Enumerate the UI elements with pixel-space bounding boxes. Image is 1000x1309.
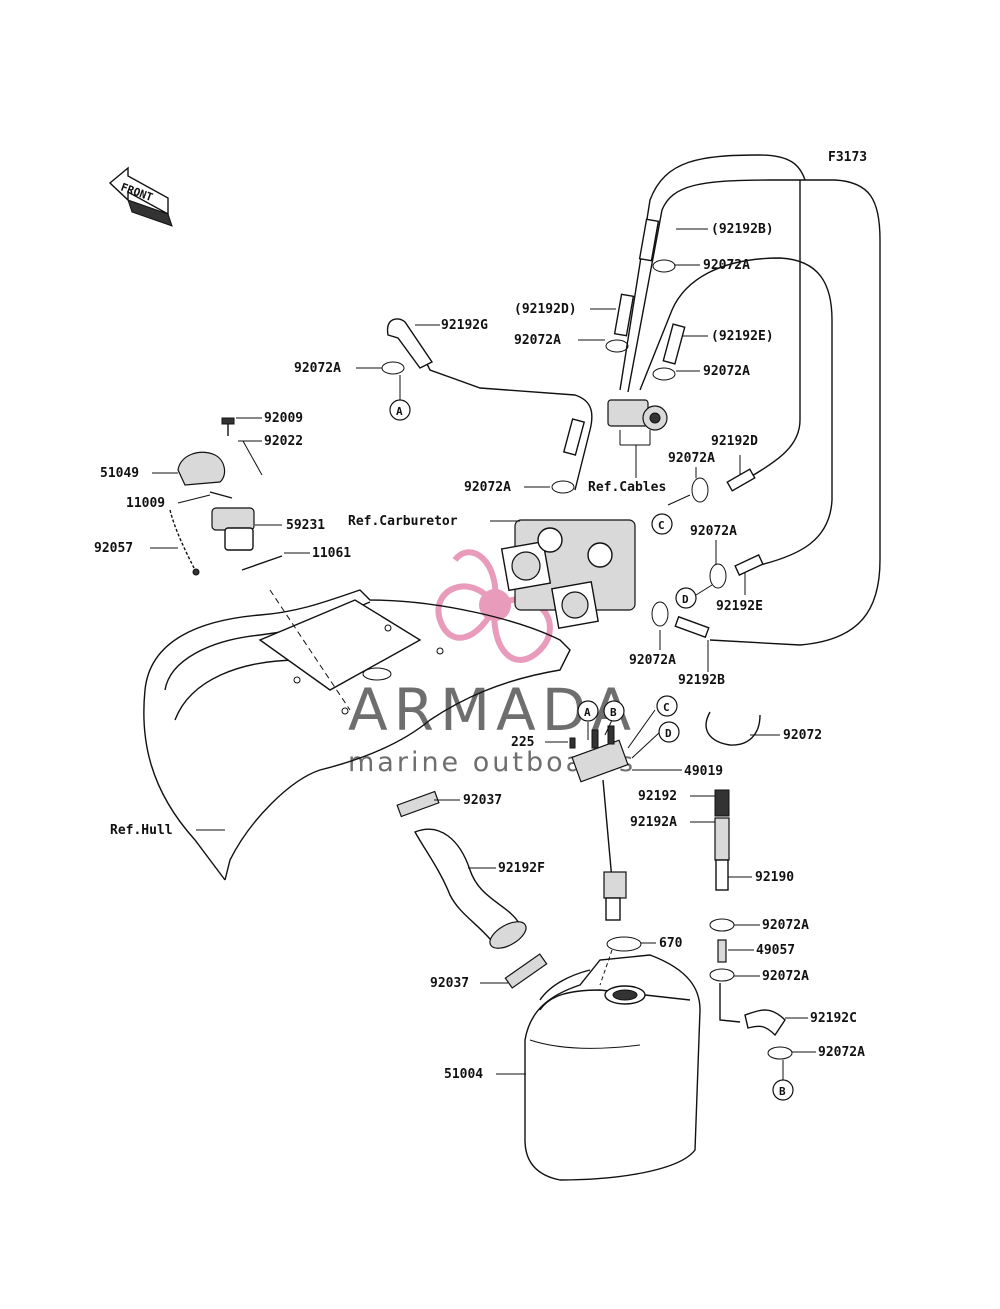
filler-hose-92192f [414, 828, 527, 949]
hose-92192e-upper [662, 323, 686, 365]
hose-92192e-right [734, 554, 764, 576]
front-arrow-icon: FRONT [108, 166, 173, 227]
callout-92037: 92037 [430, 976, 469, 991]
marker-label: D [665, 727, 672, 740]
callout-92072a: 92072A [668, 451, 715, 466]
callout-92192e: 92192E [716, 599, 763, 614]
callout-92192g: 92192G [441, 318, 488, 333]
marker-label: A [584, 706, 591, 719]
circle-marker-a-center: A [577, 700, 599, 722]
callout-92072a: 92072A [762, 918, 809, 933]
callout-49019: 49019 [684, 764, 723, 779]
callout-92072a: 92072A [690, 524, 737, 539]
callout-92022: 92022 [264, 434, 303, 449]
circle-marker-a-top: A [389, 399, 411, 421]
callout-92072a: 92072A [294, 361, 341, 376]
callout-670: 670 [659, 936, 683, 951]
marker-label: B [779, 1085, 786, 1098]
callout-92072a: 92072A [629, 653, 676, 668]
callout-92192f: 92192F [498, 861, 545, 876]
hose-band-92037-upper [396, 790, 440, 818]
callout-92072a: 92072A [703, 364, 750, 379]
marker-label: C [663, 701, 670, 714]
marker-label: B [610, 706, 617, 719]
vent-parts-stack [705, 711, 786, 1037]
hose-band-92037-lower [504, 953, 548, 989]
callout-11061: 11061 [312, 546, 351, 561]
filler-cap-assembly [169, 417, 283, 576]
figure-code: F3173 [828, 150, 867, 165]
hull-outline [143, 589, 571, 881]
hose-92192b-upper [638, 218, 660, 262]
hose-piece-near-carb [562, 418, 586, 456]
marker-label: A [396, 405, 403, 418]
leader-lines [150, 228, 816, 1080]
callout-92192b-paren: (92192B) [711, 222, 774, 237]
fuel-hoses [409, 154, 881, 646]
part-callouts: (92192B) 92072A (92192D) 92072A (92192E)… [94, 222, 865, 1082]
fuel-tank-51004 [524, 954, 701, 1181]
callout-225: 225 [511, 735, 534, 750]
callout-92057: 92057 [94, 541, 133, 556]
propeller-logo-icon [435, 549, 553, 663]
callout-92072a: 92072A [703, 258, 750, 273]
circle-marker-c-mid: C [651, 513, 673, 535]
callout-92192: 92192 [638, 789, 677, 804]
gasket-670 [606, 936, 642, 952]
callout-92037: 92037 [463, 793, 502, 808]
circle-marker-c-center: C [656, 695, 678, 717]
hose-92192d-right [726, 468, 756, 492]
circle-marker-d-mid: D [675, 587, 697, 609]
callout-51049: 51049 [100, 466, 139, 481]
callout-59231: 59231 [286, 518, 325, 533]
callout-92072a: 92072A [818, 1045, 865, 1060]
callout-ref-cables: Ref.Cables [588, 480, 666, 495]
callout-92192e-paren: (92192E) [711, 329, 774, 344]
callout-11009: 11009 [126, 496, 165, 511]
fuel-cock-assembly [607, 399, 668, 478]
callout-92192c: 92192C [810, 1011, 857, 1026]
hose-92192b-right [674, 615, 710, 639]
callout-92072: 92072 [783, 728, 822, 743]
circle-marker-b-center: B [603, 700, 625, 722]
callout-92072a: 92072A [762, 969, 809, 984]
clamp-icons [381, 259, 793, 1060]
callout-92009: 92009 [264, 411, 303, 426]
carburetor [500, 519, 636, 629]
hose-92192d-upper [613, 293, 635, 337]
callout-92192d: 92192D [711, 434, 758, 449]
circle-marker-b-bottom: B [772, 1079, 794, 1101]
callout-ref-carburetor: Ref.Carburetor [348, 514, 458, 529]
callout-49057: 49057 [756, 943, 795, 958]
fuel-pickup-assembly [569, 725, 629, 921]
callout-ref-hull: Ref.Hull [110, 823, 173, 838]
hose-92192g [386, 318, 434, 369]
circle-marker-d-center: D [658, 721, 680, 743]
callout-92192d-paren: (92192D) [514, 302, 577, 317]
marker-label: D [682, 593, 689, 606]
marker-label: C [658, 519, 665, 532]
callout-92192b: 92192B [678, 673, 725, 688]
callout-51004: 51004 [444, 1067, 483, 1082]
callout-92192a: 92192A [630, 815, 677, 830]
callout-92190: 92190 [755, 870, 794, 885]
callout-92072a: 92072A [514, 333, 561, 348]
callout-92072a: 92072A [464, 480, 511, 495]
